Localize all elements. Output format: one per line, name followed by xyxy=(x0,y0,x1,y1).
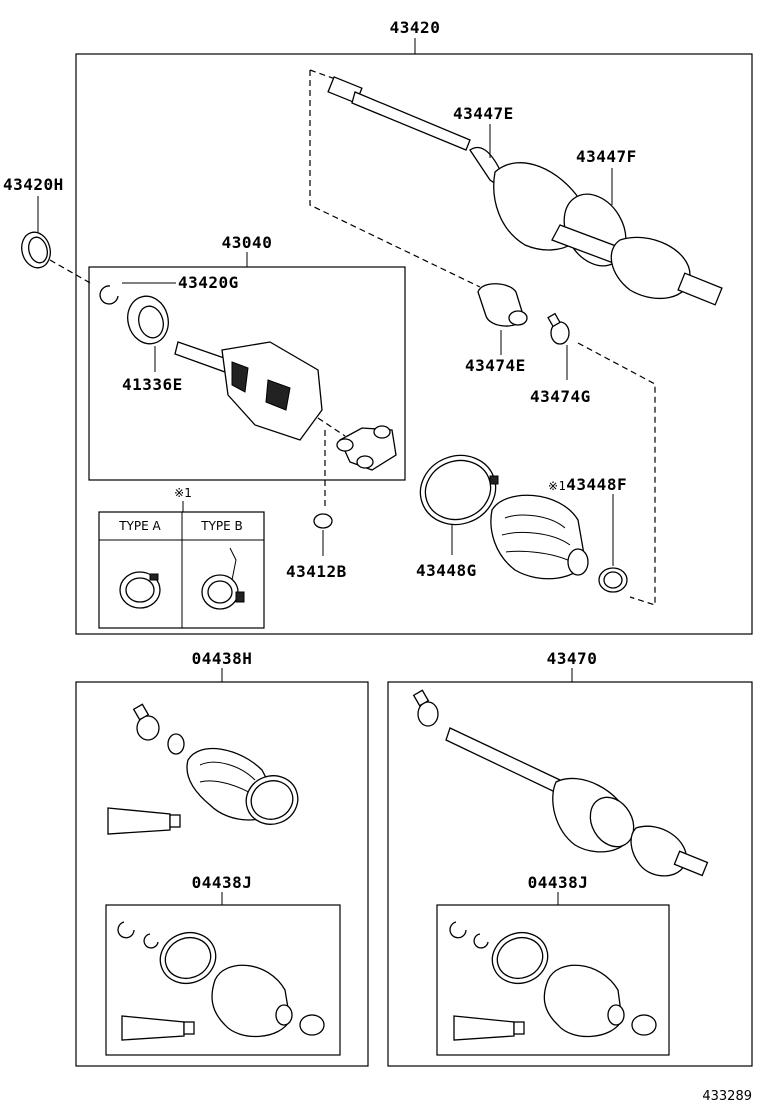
label-43448g[interactable]: 43448G xyxy=(416,561,477,580)
label-43420h[interactable]: 43420H xyxy=(3,175,64,194)
damper-part xyxy=(477,283,528,327)
label-43040[interactable]: 43040 xyxy=(222,233,273,252)
clamp-g-part xyxy=(547,312,570,345)
label-43420g[interactable]: 43420G xyxy=(178,273,239,292)
boot-small-clamp-part xyxy=(598,567,628,593)
boot-clamp-part xyxy=(419,454,499,526)
main-assembly-frame xyxy=(75,53,753,635)
label-41336e[interactable]: 41336E xyxy=(122,375,183,394)
oil-seal-part xyxy=(21,231,51,269)
type-a-clamp xyxy=(119,571,161,609)
kit-j-right-parts xyxy=(449,921,657,1041)
bearing-part xyxy=(127,295,169,345)
type-b-header: TYPE B xyxy=(200,519,243,533)
shaft-43470-part xyxy=(412,689,709,877)
label-43447e[interactable]: 43447E xyxy=(453,104,514,123)
label-43447f[interactable]: 43447F xyxy=(576,147,637,166)
label-43474e[interactable]: 43474E xyxy=(465,356,526,375)
label-43470[interactable]: 43470 xyxy=(547,649,598,668)
diagram-number: 433289 xyxy=(702,1089,752,1104)
kit-h-small-ring xyxy=(167,733,185,755)
label-43420[interactable]: 43420 xyxy=(390,18,441,37)
boot-kit-04438j-right-frame xyxy=(436,904,670,1056)
type-b-clamp xyxy=(201,547,245,610)
kit-h-clamp xyxy=(132,703,160,741)
note-mark-1: ※1 xyxy=(174,486,192,500)
label-04438h[interactable]: 04438H xyxy=(192,649,253,668)
clip-part xyxy=(313,513,333,529)
kit-j-left-parts xyxy=(117,921,325,1041)
boot-part xyxy=(490,494,589,580)
type-a-header: TYPE A xyxy=(118,519,161,533)
label-43448f[interactable]: ※143448F xyxy=(548,475,627,494)
outboard-shaft-43470-frame xyxy=(387,681,753,1067)
label-04438j-right[interactable]: 04438J xyxy=(528,873,589,892)
kit-h-large-clamp xyxy=(245,775,299,825)
drive-shaft-part xyxy=(327,76,723,306)
boot-kit-04438j-left-frame xyxy=(105,904,341,1056)
kit-h-grease-tube xyxy=(107,807,181,835)
label-43474g[interactable]: 43474G xyxy=(530,387,591,406)
tripod-part xyxy=(336,425,397,471)
snap-ring-part xyxy=(99,285,119,305)
label-04438j-left[interactable]: 04438J xyxy=(192,873,253,892)
label-43412b[interactable]: 43412B xyxy=(286,562,347,581)
cv-joint-housing-part xyxy=(174,341,323,441)
